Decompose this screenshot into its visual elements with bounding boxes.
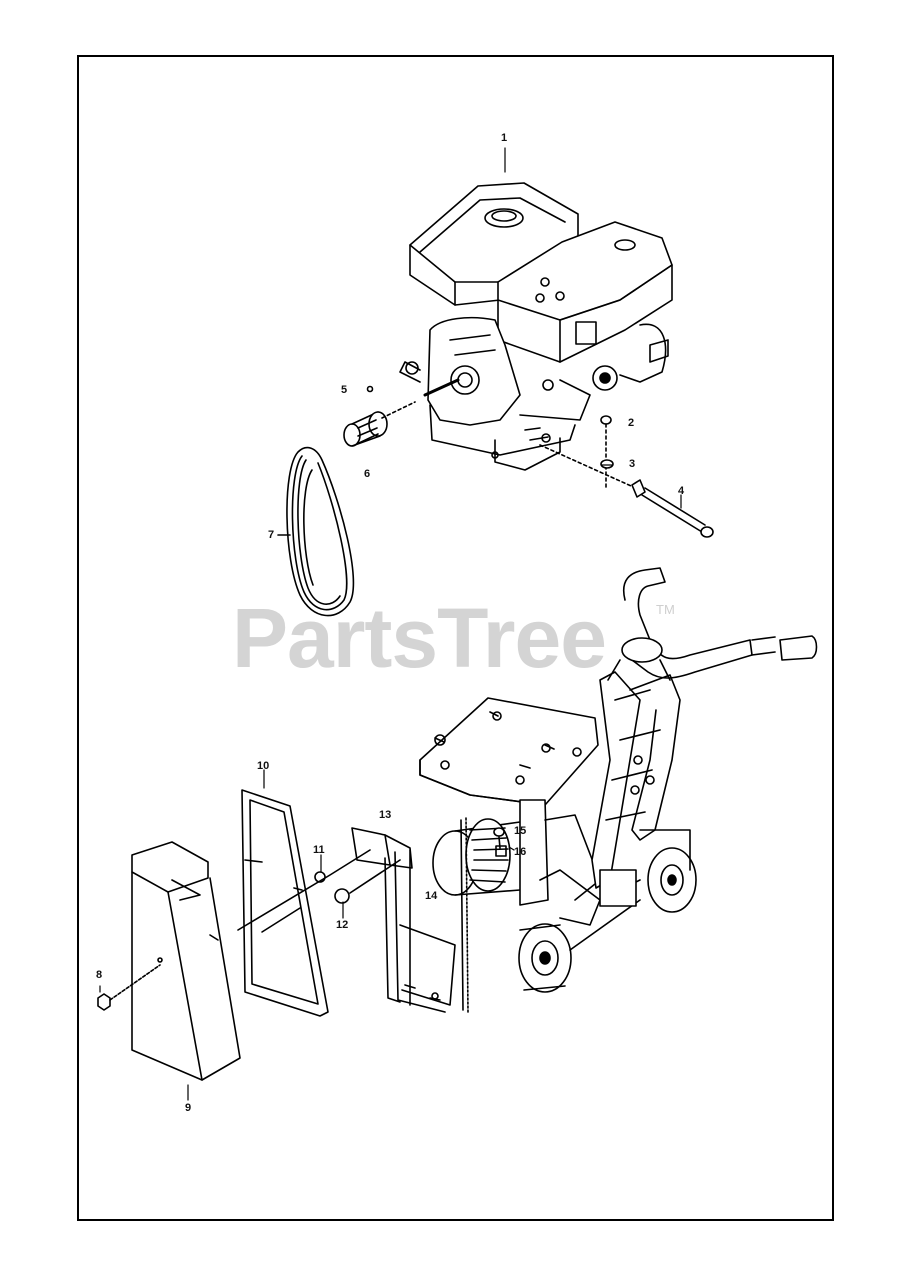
callout-9: 9 bbox=[185, 1102, 192, 1114]
fasteners bbox=[97, 849, 401, 1011]
pulley bbox=[343, 385, 416, 447]
callout-14: 14 bbox=[425, 890, 438, 902]
callout-2: 2 bbox=[628, 417, 635, 429]
callout-16: 16 bbox=[514, 846, 527, 858]
callout-4: 4 bbox=[678, 485, 685, 497]
watermark-text: PartsTree bbox=[232, 591, 607, 685]
callout-12: 12 bbox=[336, 919, 349, 931]
callout-15: 15 bbox=[514, 825, 527, 837]
belt-cover bbox=[131, 841, 241, 1081]
callout-1: 1 bbox=[501, 132, 508, 144]
callout-3: 3 bbox=[629, 458, 636, 470]
callout-13: 13 bbox=[379, 809, 392, 821]
callout-7: 7 bbox=[268, 529, 275, 541]
callout-10: 10 bbox=[257, 760, 270, 772]
gasket-frame bbox=[241, 789, 329, 1017]
callout-8: 8 bbox=[96, 969, 103, 981]
engine bbox=[399, 182, 673, 471]
diagram-frame bbox=[77, 55, 834, 1221]
leader-lines bbox=[99, 147, 682, 1101]
v-belt bbox=[277, 446, 355, 617]
mounting-hardware bbox=[539, 415, 714, 538]
machine-frame bbox=[419, 567, 818, 993]
watermark-trademark: TM bbox=[656, 602, 675, 617]
callout-6: 6 bbox=[364, 468, 371, 480]
callout-11: 11 bbox=[313, 844, 325, 856]
callout-5: 5 bbox=[341, 384, 348, 396]
